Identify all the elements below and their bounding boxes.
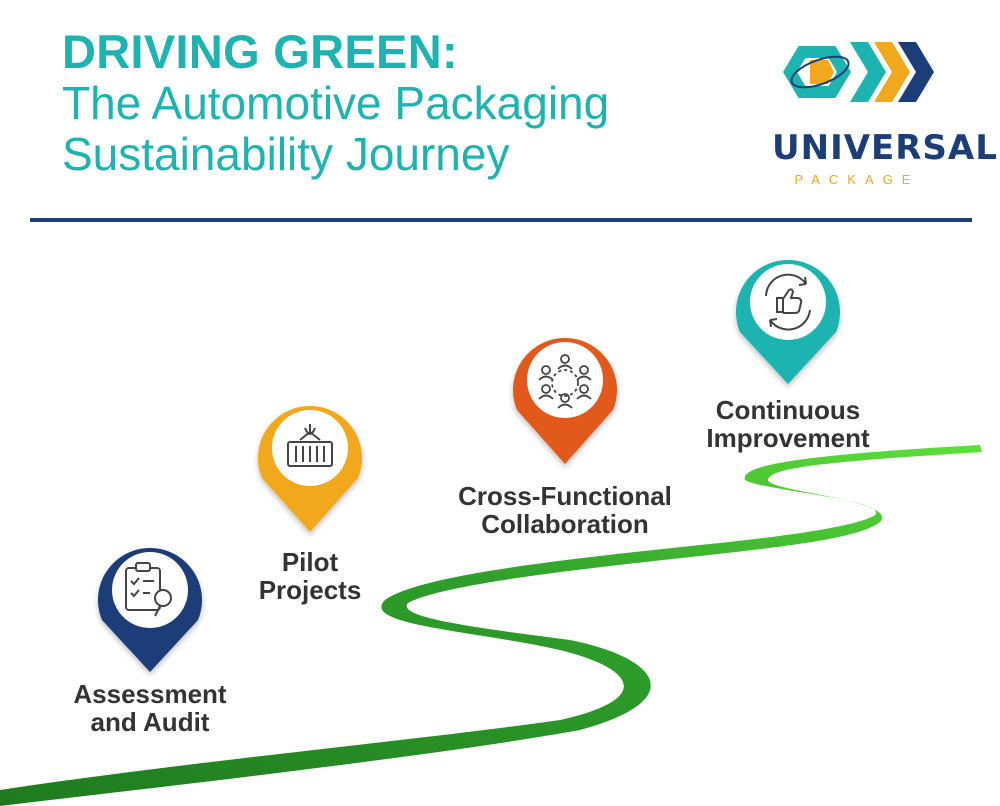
thumbs-up-cycle-icon	[765, 273, 811, 331]
clipboard-search-icon	[125, 562, 172, 617]
crane-container-icon	[287, 424, 333, 467]
page-title: DRIVING GREEN:	[62, 25, 458, 78]
page-subtitle-line1: The Automotive Packaging	[62, 77, 610, 129]
step-label-assessment: Assessment and Audit	[40, 680, 260, 736]
pin-collaboration	[513, 338, 617, 464]
logo-subtitle: PACKAGE	[794, 172, 920, 187]
logo-mark-icon	[783, 42, 934, 102]
step-label-collaboration-line2: Collaboration	[481, 509, 649, 539]
step-label-pilot-line2: Projects	[258, 575, 362, 605]
step-label-collaboration-line1: Cross-Functional	[458, 481, 672, 511]
header-divider	[30, 218, 972, 222]
page-subtitle-line2: Sustainability Journey	[62, 128, 510, 180]
pin-improvement	[735, 259, 840, 384]
step-label-pilot-line1: Pilot	[281, 547, 339, 577]
step-label-collaboration: Cross-Functional Collaboration	[420, 482, 710, 538]
step-label-improvement: Continuous Improvement	[670, 396, 906, 452]
step-label-assessment-line1: Assessment	[73, 679, 227, 709]
title-block: DRIVING GREEN: The Automotive Packaging …	[62, 26, 609, 180]
step-label-assessment-line2: and Audit	[90, 707, 210, 737]
step-label-improvement-line2: Improvement	[706, 423, 870, 453]
step-label-pilot: Pilot Projects	[210, 548, 410, 604]
step-label-improvement-line1: Continuous	[715, 395, 861, 425]
journey-road	[0, 445, 982, 806]
team-circle-icon	[538, 354, 592, 409]
